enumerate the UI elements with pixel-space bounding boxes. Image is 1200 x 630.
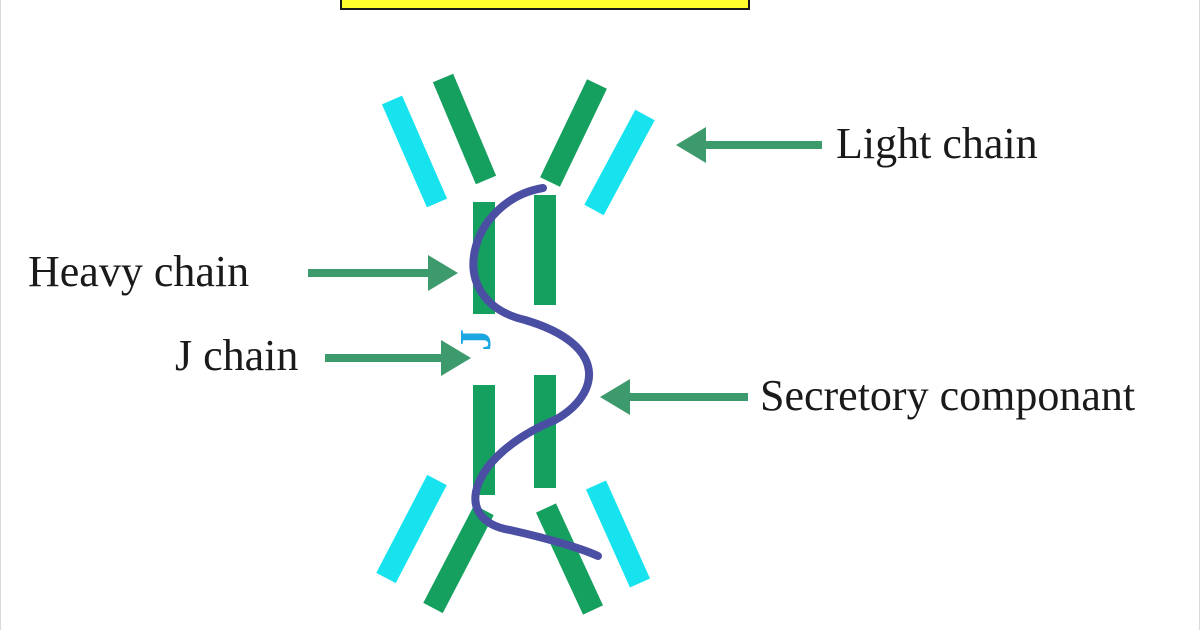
- secretory-component-label: Secretory componant: [760, 371, 1135, 420]
- secretory-component-strand: [469, 184, 602, 560]
- heavy-chain-upper-right-arm: [540, 79, 607, 187]
- j-chain-label: J chain: [175, 331, 298, 380]
- heavy-chain-arrow: [308, 255, 458, 291]
- light-chain-label: Light chain: [836, 119, 1038, 168]
- heavy-chain-lower-right-arm: [536, 503, 603, 615]
- heavy-chain-lower-left-arm: [423, 504, 494, 614]
- heavy-chain-label: Heavy chain: [28, 247, 249, 296]
- j-chain-arrow: [325, 340, 471, 376]
- title-banner: [340, 0, 750, 10]
- j-chain-marker: J: [451, 329, 500, 351]
- light-chain-upper-right: [584, 109, 655, 216]
- light-chain-upper-left: [381, 95, 448, 208]
- heavy-chain-upper-left-arm: [432, 73, 497, 185]
- light-chain-lower-right: [585, 480, 651, 588]
- light-chain-arrow: [676, 127, 822, 163]
- light-chain-lower-left: [376, 474, 447, 584]
- secretory-component-arrow: [600, 379, 748, 415]
